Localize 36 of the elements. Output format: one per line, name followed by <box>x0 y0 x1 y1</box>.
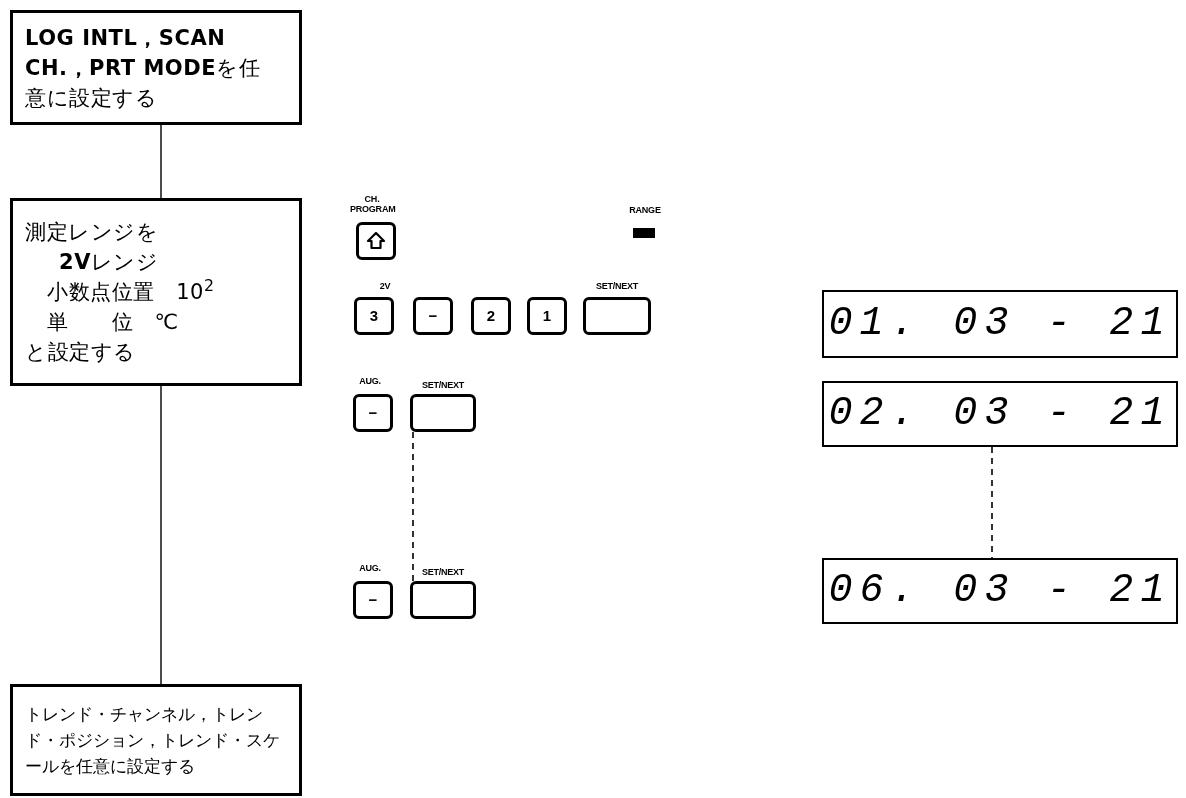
key-button: 1 <box>527 297 567 335</box>
step-box <box>10 198 302 386</box>
key-button: − <box>353 581 393 619</box>
key-button: 2 <box>471 297 511 335</box>
key-button: − <box>353 394 393 432</box>
step-text: 小数点位置 10$^{2}$ <box>46 277 216 306</box>
key-label: SET/NEXT <box>594 281 640 291</box>
step-text: 単 位 ℃ <box>46 309 180 336</box>
key-label: CH. PROGRAM <box>350 194 394 214</box>
key-label: 2V <box>378 281 392 291</box>
indicator-lamp <box>633 228 655 238</box>
step-box <box>10 684 302 796</box>
segment-display: 01. 03 - 21 <box>822 290 1178 358</box>
key-button: 3 <box>354 297 394 335</box>
dashed-line <box>412 431 414 582</box>
step-box <box>10 10 302 125</box>
key-button <box>356 222 396 260</box>
key-button <box>410 581 476 619</box>
key-label: AUG. <box>358 563 382 573</box>
key-label: RANGE <box>628 205 662 215</box>
key-button: − <box>413 297 453 335</box>
segment-display: 06. 03 - 21 <box>822 558 1178 624</box>
segment-display: 02. 03 - 21 <box>822 381 1178 447</box>
step-text: と設定する <box>25 339 137 366</box>
key-label: SET/NEXT <box>420 380 466 390</box>
dashed-line <box>991 446 993 559</box>
step-text: トレンド・チャンネル，トレンド・ポジション，トレンド・スケールを任意に設定する <box>25 703 281 778</box>
key-button <box>583 297 651 335</box>
step-text: 測定レンジを <box>25 219 160 246</box>
key-label: AUG. <box>358 376 382 386</box>
connector-line <box>160 385 162 685</box>
step-text: LOG INTL，SCAN CH.，PRT MODEを任意に設定する <box>25 24 262 112</box>
key-label: SET/NEXT <box>420 567 466 577</box>
key-button <box>410 394 476 432</box>
step-text: 2Vレンジ <box>58 249 160 276</box>
connector-line <box>160 124 162 199</box>
